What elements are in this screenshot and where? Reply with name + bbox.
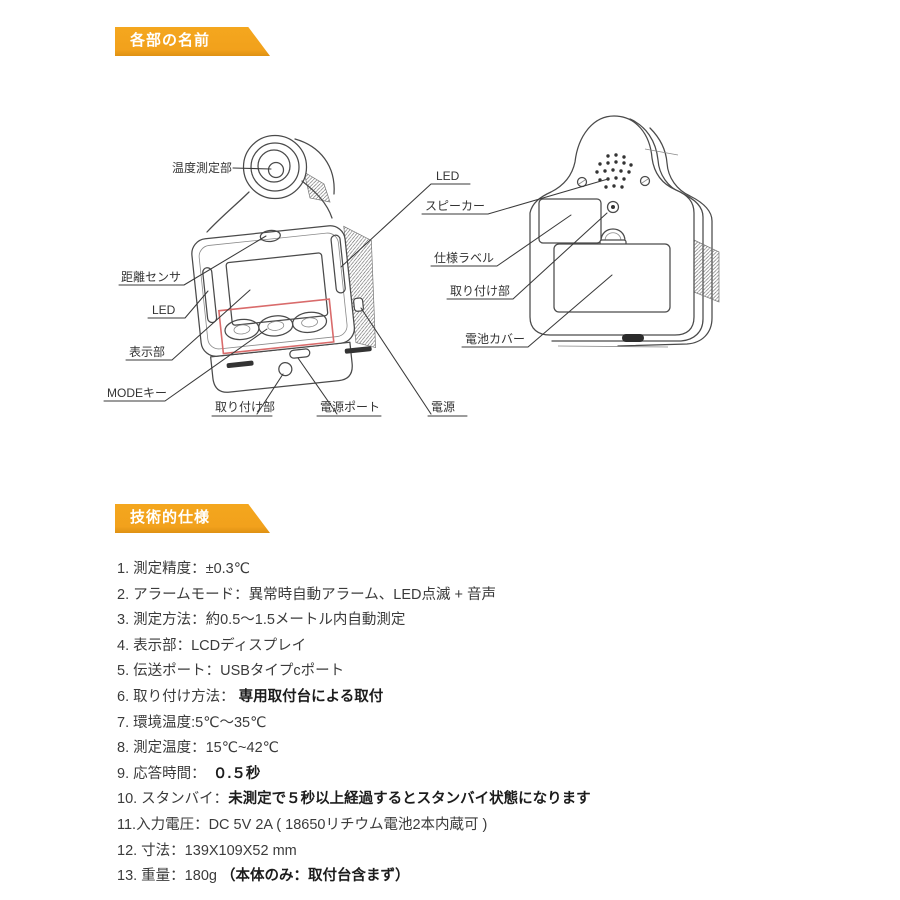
leader-speaker bbox=[421, 178, 609, 215]
section-title-tech-specs: 技術的仕様 bbox=[130, 509, 211, 526]
leader-power-port bbox=[297, 357, 382, 417]
label-spec-label: 仕様ラベル bbox=[434, 251, 494, 265]
section-banner-tech-specs: 技術的仕様 bbox=[115, 504, 270, 533]
leader-mode-key bbox=[103, 328, 268, 402]
label-battery-cover: 電池カバー bbox=[465, 332, 525, 346]
label-power-port: 電源ポート bbox=[320, 400, 380, 414]
leader-led-right bbox=[340, 183, 471, 268]
spec-item: 6. 取り付け方法： 専用取付台による取付 bbox=[117, 688, 384, 705]
leader-power bbox=[360, 307, 468, 417]
bottom-vent-right bbox=[344, 346, 372, 354]
leader-led-left bbox=[147, 290, 209, 319]
spec-item: 9. 応答時間： ０.５秒 bbox=[117, 765, 261, 782]
spec-item: 10. スタンバイ：未測定で５秒以上経過するとスタンバイ状態になります bbox=[117, 791, 591, 808]
label-display: 表示部 bbox=[129, 344, 165, 359]
bottom-port bbox=[622, 334, 644, 342]
leader-mount-back bbox=[446, 212, 608, 300]
spec-item: 1. 測定精度：±0.3℃ bbox=[117, 561, 251, 577]
mount-hole bbox=[278, 362, 293, 377]
spec-item: 3. 測定方法：約0.5〜1.5メートル内自動測定 bbox=[117, 612, 406, 629]
spec-list: 1. 測定精度：±0.3℃ 2. アラームモード：異常時自動アラーム、LED点滅… bbox=[117, 557, 817, 890]
led-slot-left bbox=[202, 267, 218, 324]
spec-item: 5. 伝送ポート：USBタイプcポート bbox=[117, 663, 345, 680]
leader-mount-front bbox=[211, 373, 284, 417]
button-highlight-box bbox=[217, 298, 335, 355]
leader-spec-label bbox=[430, 214, 572, 267]
spec-item: 2. アラームモード：異常時自動アラーム、LED点滅 + 音声 bbox=[117, 586, 496, 603]
label-led-left: LED bbox=[152, 303, 176, 317]
label-led-right: LED bbox=[436, 169, 460, 183]
back-side-hatch bbox=[693, 239, 720, 303]
leader-distance-sensor bbox=[118, 235, 267, 286]
leader-battery-cover bbox=[461, 274, 613, 348]
device-diagram: 温度測定部 距離センサ LED 表示部 MODEキー 取り付け部 電源ポート 電… bbox=[103, 115, 720, 417]
speaker-holes bbox=[595, 153, 633, 189]
leader-temp-sensor bbox=[232, 167, 272, 170]
battery-cover-plate bbox=[553, 243, 671, 313]
label-speaker: スピーカー bbox=[425, 199, 485, 213]
usb-power-port bbox=[289, 348, 311, 359]
label-power: 電源 bbox=[431, 400, 455, 414]
leader-display bbox=[125, 289, 251, 361]
case-screw-left bbox=[576, 176, 588, 188]
lcd-screen bbox=[225, 252, 329, 326]
label-distance-sensor: 距離センサ bbox=[121, 270, 181, 284]
spec-item: 8. 測定温度：15℃~42℃ bbox=[117, 740, 279, 757]
spec-item: 13. 重量：180g （本体のみ：取付台含まず） bbox=[117, 868, 410, 885]
temperature-sensor-head bbox=[206, 134, 335, 233]
spec-item: 12. 寸法：139X109X52 mm bbox=[117, 842, 297, 859]
spec-item: 11.入力電圧：DC 5V 2A ( 18650リチウム電池2本内蔵可 ) bbox=[117, 816, 488, 833]
led-slot-right bbox=[330, 234, 346, 294]
case-screw-right bbox=[639, 175, 651, 187]
label-mount-front: 取り付け部 bbox=[215, 399, 275, 414]
section-banner-part-names: 各部の名前 bbox=[115, 27, 270, 56]
mode-buttons bbox=[224, 311, 328, 341]
distance-sensor-window bbox=[259, 229, 281, 243]
spec-label-plate bbox=[538, 198, 602, 244]
callout-labels: 温度測定部 距離センサ LED 表示部 MODEキー 取り付け部 電源ポート 電… bbox=[107, 160, 525, 414]
bottom-vent-left bbox=[226, 360, 254, 369]
callout-lines bbox=[103, 167, 613, 417]
back-view-drawing bbox=[529, 115, 720, 348]
front-body bbox=[191, 225, 376, 393]
spec-item: 4. 表示部：LCDディスプレイ bbox=[117, 637, 307, 654]
mount-screw bbox=[606, 200, 620, 214]
back-depth-outline-2 bbox=[617, 127, 713, 347]
section-title-part-names: 各部の名前 bbox=[130, 32, 211, 49]
label-mount-back: 取り付け部 bbox=[450, 283, 510, 298]
spec-item: 7. 環境温度:5℃〜35℃ bbox=[117, 714, 267, 731]
label-temp-sensor: 温度測定部 bbox=[172, 160, 232, 175]
label-mode-key: MODEキー bbox=[107, 386, 167, 400]
